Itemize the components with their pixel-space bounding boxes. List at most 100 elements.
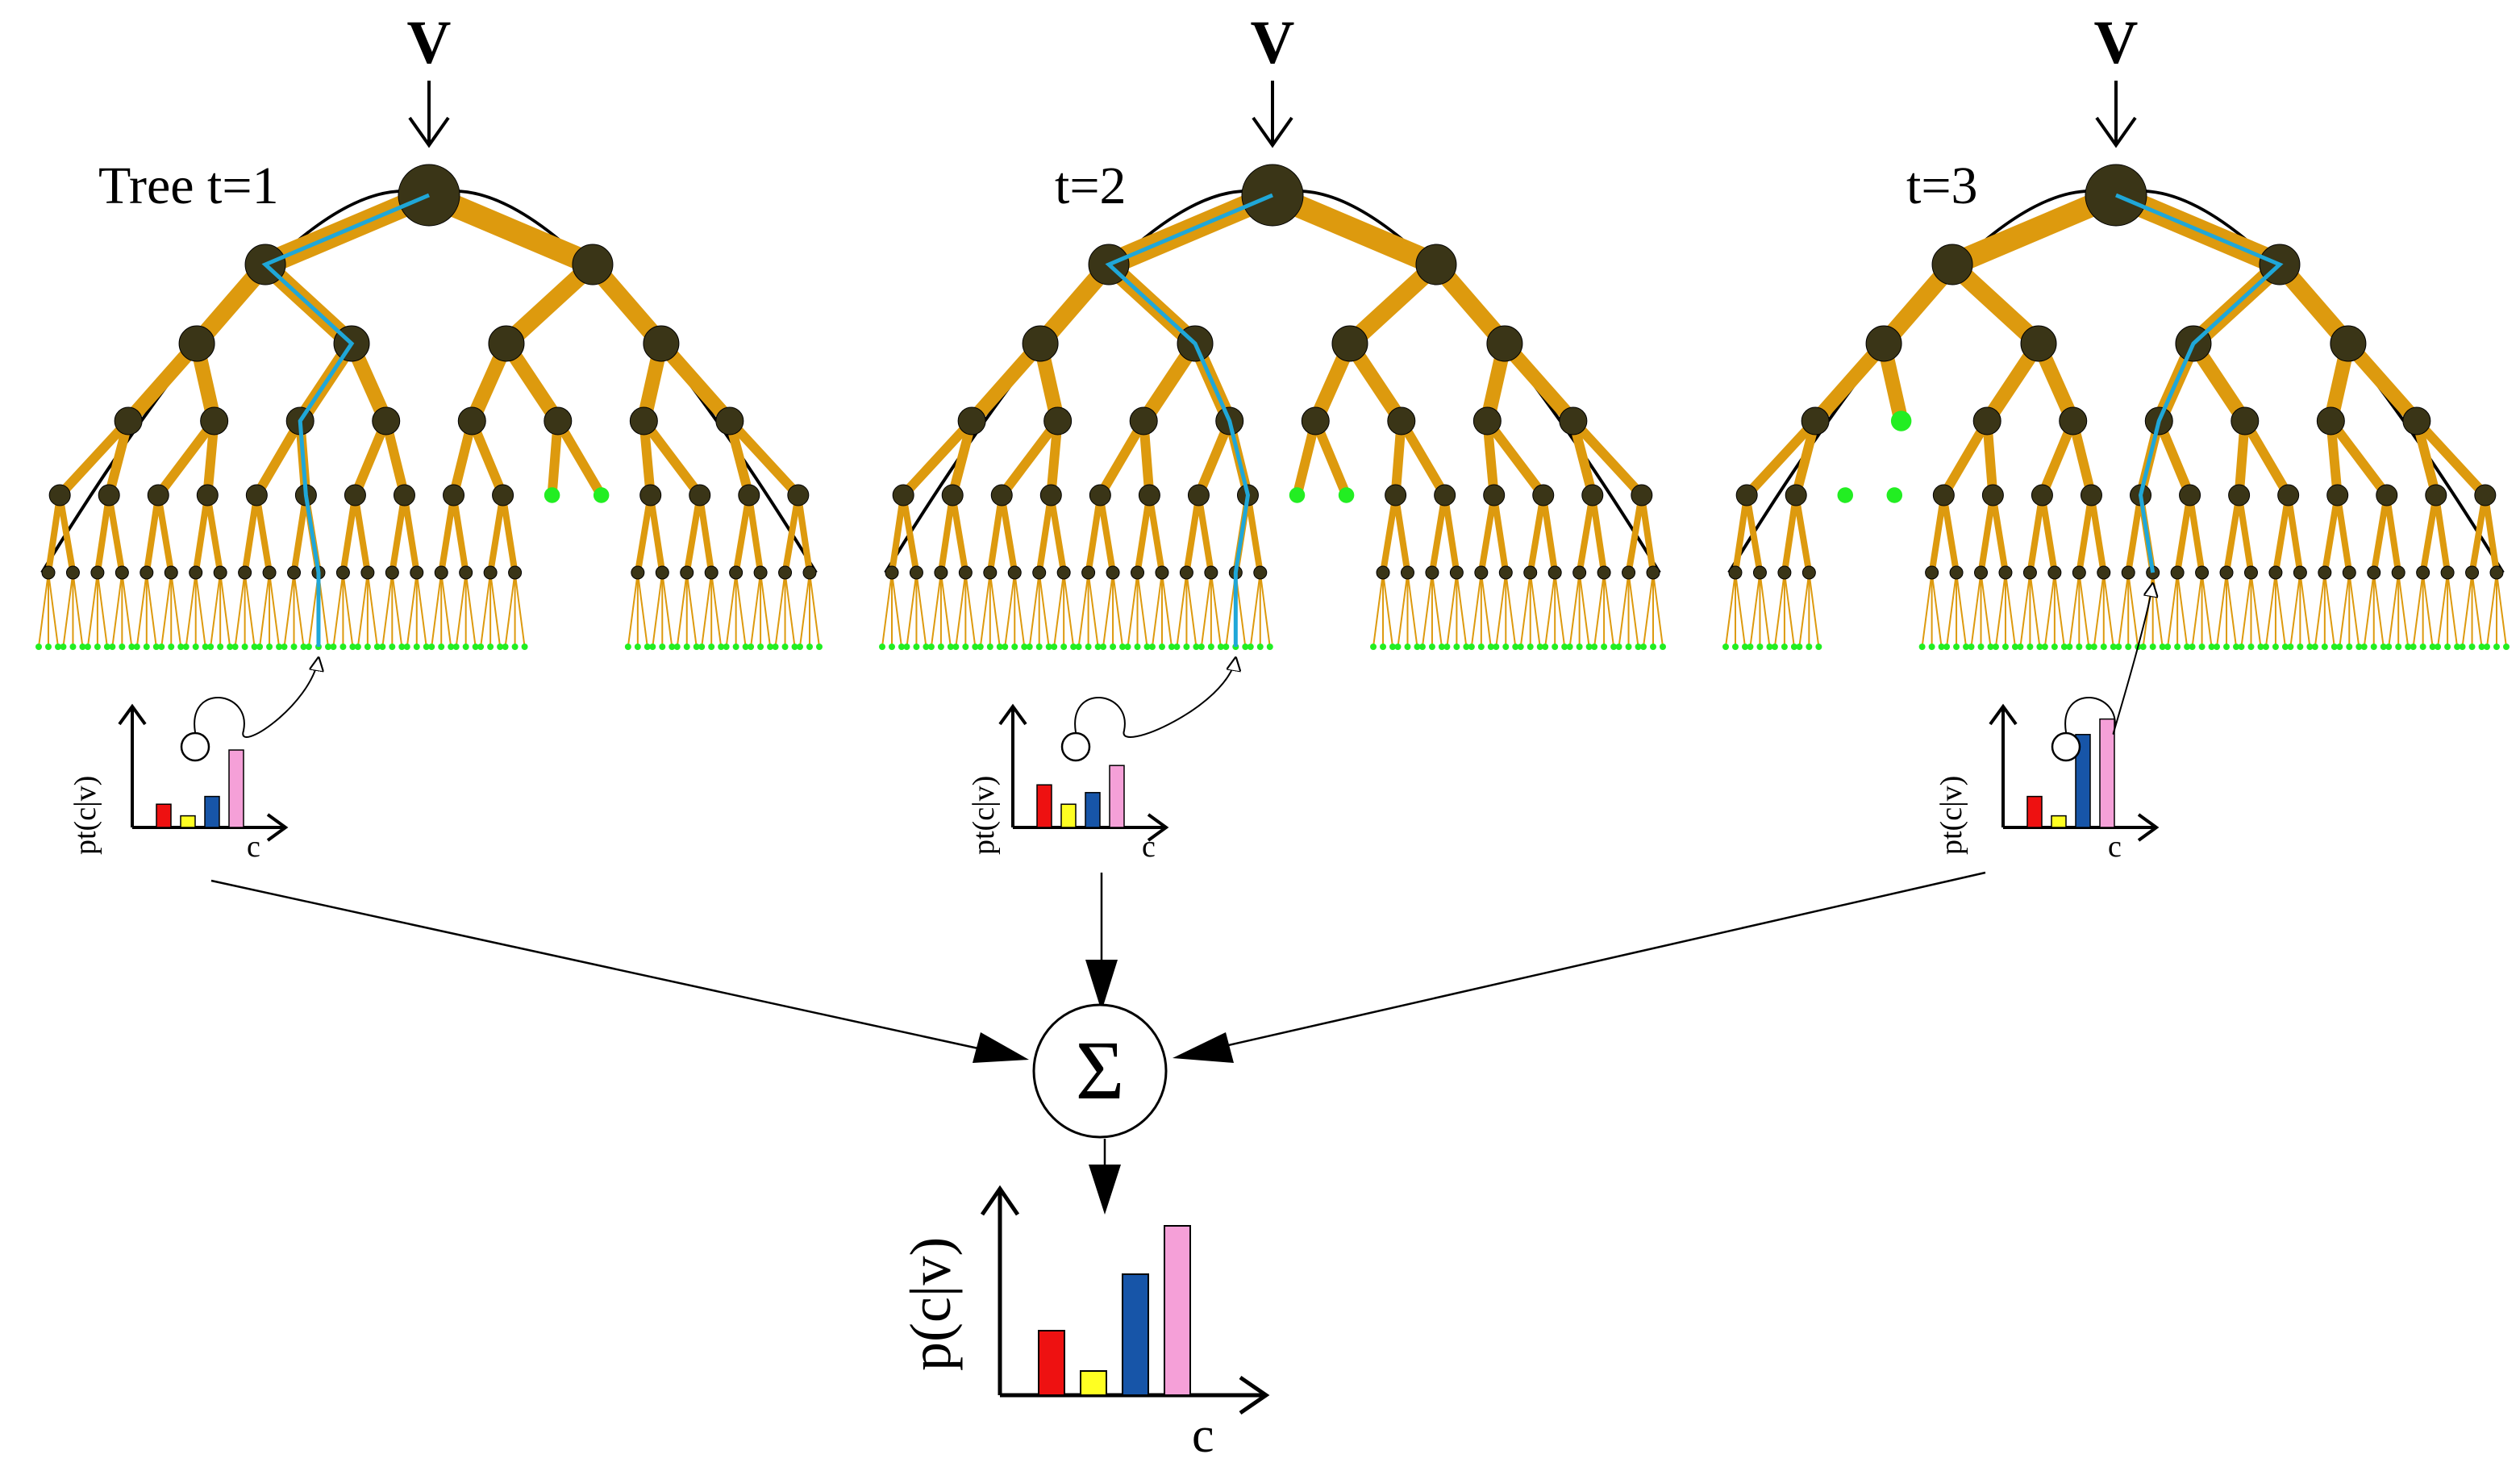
leaf-node <box>2115 644 2122 650</box>
tree-branch <box>781 492 802 576</box>
leaf-node <box>1992 644 1999 650</box>
tree-3-label: t=3 <box>1906 156 1978 215</box>
tree-branch <box>252 416 306 500</box>
tree-leaf-branch <box>2323 572 2335 648</box>
tree-leaf-branch <box>1970 572 1982 648</box>
leaf-node <box>2346 644 2353 650</box>
split-node <box>2219 565 2234 580</box>
tree-branch <box>192 492 211 576</box>
tree-branch <box>153 416 219 500</box>
leaf-node <box>903 644 910 650</box>
tree-branch <box>2272 492 2292 576</box>
tree-branch <box>339 492 359 576</box>
leaf-node <box>2306 644 2314 650</box>
leaf-node <box>2110 644 2117 650</box>
leaf-node <box>2385 644 2393 650</box>
leaf-node <box>2355 644 2363 650</box>
tree-leaf-branch <box>2191 572 2203 648</box>
tree-branch <box>55 416 134 500</box>
tree-leaf-branch <box>2201 572 2213 648</box>
leaf-node <box>290 644 298 650</box>
leaf-node <box>339 644 347 650</box>
tree-leaf-branch <box>1544 572 1556 648</box>
tree-leaf-branch <box>96 572 108 648</box>
leaf-node <box>732 644 739 650</box>
split-node <box>1400 565 1414 580</box>
split-node <box>483 565 498 580</box>
tree-branch <box>2419 492 2439 576</box>
leaf-node <box>511 644 519 650</box>
terminal-leaf-node <box>593 487 610 503</box>
leaf-node <box>1635 644 1642 650</box>
tree-leaf-branch <box>1749 572 1761 648</box>
leaf-node <box>241 644 248 650</box>
split-node <box>643 325 680 362</box>
leaf-node <box>438 644 445 650</box>
leaf-node <box>1217 644 1224 650</box>
tree-leaf-branch <box>415 572 427 648</box>
split-node <box>1131 565 1145 580</box>
split-node <box>1581 484 1604 506</box>
tree-leaf-branch <box>1185 572 1198 648</box>
tree-2-histogram-ylabel: pt(c|v) <box>967 776 1001 855</box>
split-node <box>140 565 154 580</box>
leaf-node <box>2330 644 2338 650</box>
histogram-bar <box>180 815 196 828</box>
leaf-node <box>2036 644 2043 650</box>
tree-leaf-branch <box>2299 572 2311 648</box>
leaf-node <box>143 644 150 650</box>
leaf-node <box>937 644 944 650</box>
tree-3-input-arrow <box>2095 81 2137 148</box>
leaf-node <box>1370 644 1377 650</box>
tree-leaf-branch <box>2078 572 2090 648</box>
tree-leaf-branch <box>1603 572 1615 648</box>
split-node <box>631 565 645 580</box>
split-node <box>114 406 143 435</box>
split-node <box>1043 406 1073 435</box>
leaf-node <box>324 644 331 650</box>
tree-branch <box>2186 492 2206 576</box>
terminal-leaf-node <box>544 487 560 503</box>
leaf-node <box>2060 644 2068 650</box>
tree-branch <box>724 416 803 500</box>
histogram-bar <box>2026 795 2043 828</box>
leaf-node <box>1183 644 1190 650</box>
tree-branch <box>56 492 77 576</box>
tree-leaf-branch <box>219 572 231 648</box>
tree-branch <box>2383 492 2402 576</box>
leaf-node <box>60 644 67 650</box>
split-node <box>1785 484 1807 506</box>
tree-branch <box>634 492 654 576</box>
tree-leaf-branch <box>381 572 394 648</box>
tree-leaf-branch <box>332 572 344 648</box>
split-node <box>2376 484 2398 506</box>
histogram-x-arrow <box>266 813 289 842</box>
tree-branch <box>1625 492 1645 576</box>
split-node <box>715 406 744 435</box>
tree-leaf-branch <box>170 572 182 648</box>
tree-leaf-branch <box>185 572 197 648</box>
split-node <box>41 565 56 580</box>
leaf-node <box>1732 644 1739 650</box>
split-node <box>1056 565 1071 580</box>
leaf-node <box>2198 644 2206 650</box>
tree-branch <box>1928 492 1947 576</box>
leaf-node <box>1021 644 1028 650</box>
tree-leaf-branch <box>455 572 467 648</box>
tree-leaf-branch <box>1176 572 1188 648</box>
split-node <box>892 484 914 506</box>
tree-2-input-arrow <box>1252 81 1293 148</box>
leaf-node <box>1193 644 1200 650</box>
tree-branch <box>499 492 519 576</box>
arrow-tree1-to-sum <box>210 879 1023 1060</box>
split-node <box>2059 406 2088 435</box>
leaf-node <box>2011 644 2018 650</box>
split-node <box>90 565 105 580</box>
split-node <box>65 565 80 580</box>
leaf-node <box>2419 644 2426 650</box>
tree-branch <box>2468 492 2489 576</box>
leaf-node <box>1796 644 1803 650</box>
split-node <box>1752 565 1767 580</box>
tree-3-histogram <box>1989 584 2156 842</box>
